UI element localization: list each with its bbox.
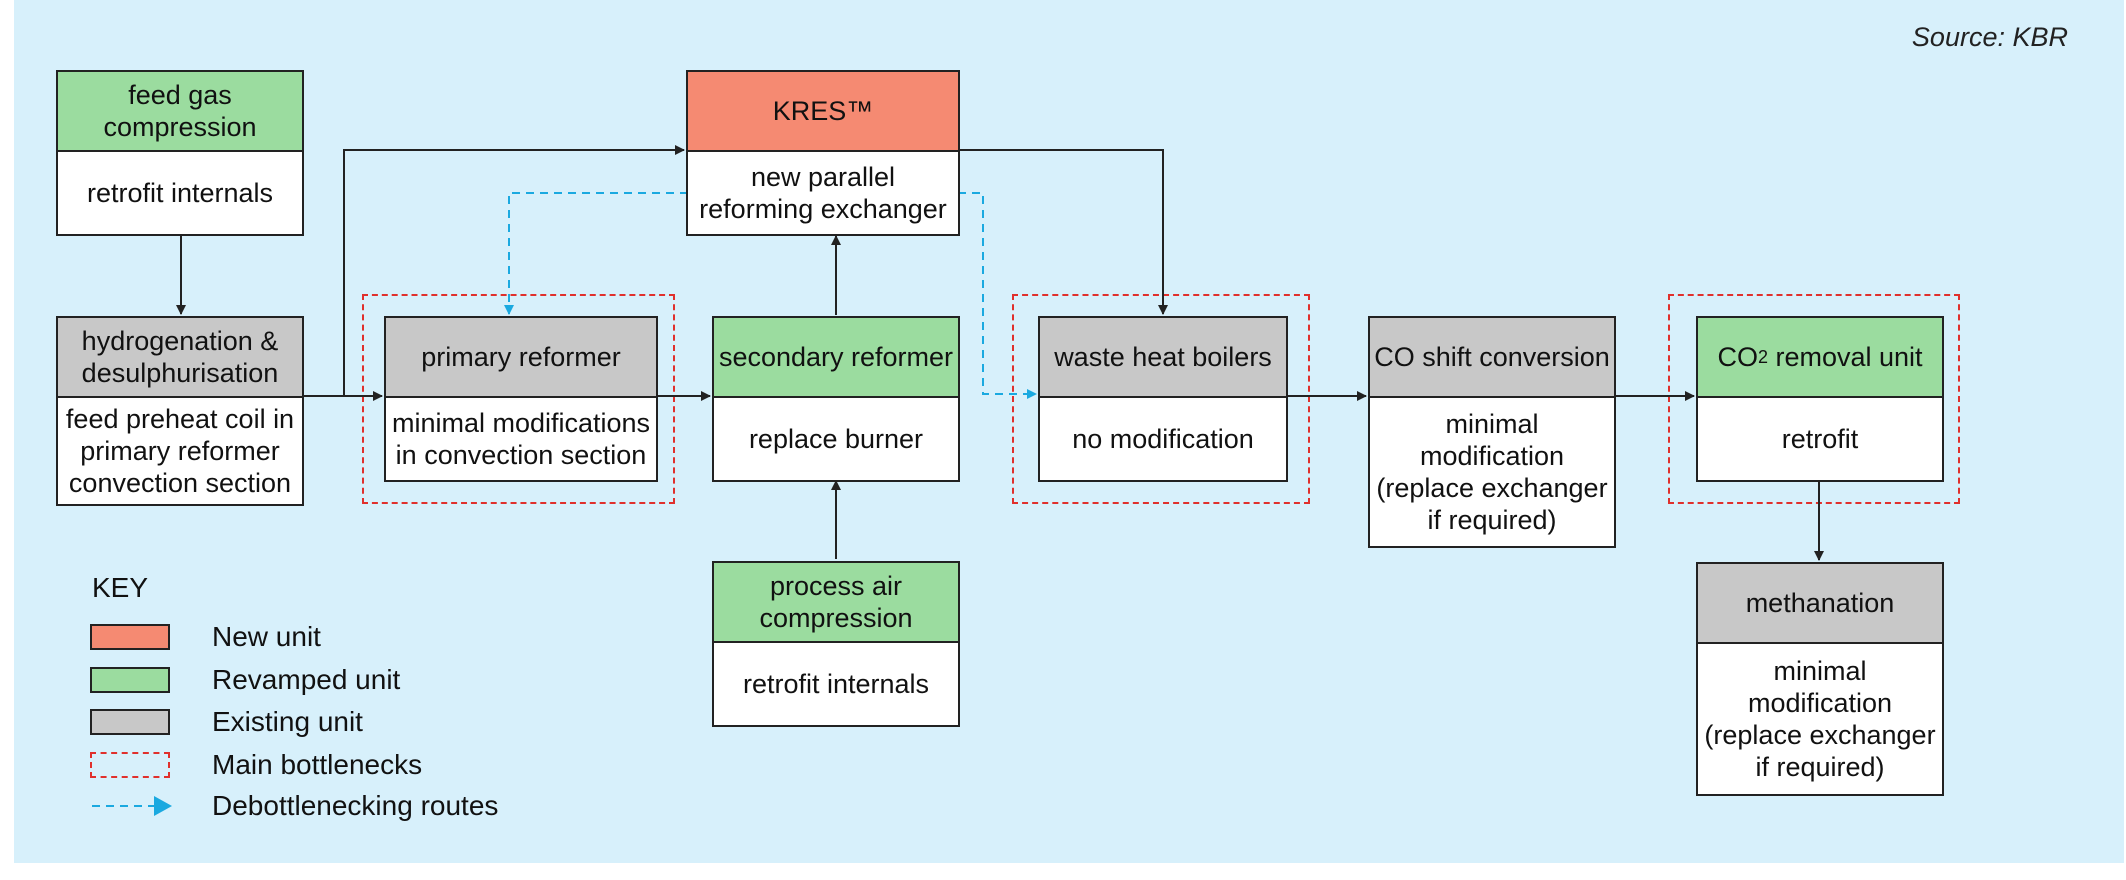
unit-title: waste heat boilers: [1040, 318, 1286, 398]
unit-co-shift-conversion: CO shift conversion minimal modification…: [1368, 316, 1616, 548]
key-main-bottlenecks: Main bottlenecks: [90, 749, 422, 780]
key-label: Main bottlenecks: [212, 749, 423, 780]
unit-hydrogenation-desulphurisation: hydrogenation & desulphurisation feed pr…: [56, 316, 304, 506]
key-label: Existing unit: [212, 706, 363, 737]
unit-kres: KRES™ new parallel reforming exchanger: [686, 70, 960, 236]
unit-note: minimal modifications in convection sect…: [386, 398, 656, 480]
key-route-arrowhead: [154, 796, 172, 816]
key-route-spacer: [90, 793, 170, 819]
unit-primary-reformer: primary reformer minimal modifications i…: [384, 316, 658, 482]
bottleneck-primary-reformer: [362, 294, 675, 504]
unit-note: minimal modification (replace exchanger …: [1370, 398, 1614, 546]
arrow-kres-to-wasteheat: [958, 149, 1168, 315]
co2-title-post: removal unit: [1767, 342, 1923, 372]
unit-note: retrofit internals: [714, 643, 958, 725]
unit-note: retrofit internals: [58, 152, 302, 234]
unit-note: minimal modification (replace exchanger …: [1698, 644, 1942, 794]
key-swatch-revamped: [90, 667, 170, 693]
unit-title: feed gas compression: [58, 72, 302, 152]
unit-note: replace burner: [714, 398, 958, 480]
key-swatch-existing: [90, 709, 170, 735]
unit-waste-heat-boilers: waste heat boilers no modification: [1038, 316, 1288, 482]
key-title: KEY: [92, 572, 149, 603]
route-kres-to-primary: [504, 192, 688, 315]
key-debottlenecking-routes: Debottlenecking routes: [90, 790, 498, 821]
unit-title: methanation: [1698, 564, 1942, 644]
source-credit: Source: KBR: [1911, 22, 2068, 52]
unit-process-air-compression: process air compression retrofit interna…: [712, 561, 960, 727]
unit-note: retrofit: [1698, 398, 1942, 480]
unit-title: hydrogenation & desulphurisation: [58, 318, 302, 398]
co2-title-sub: 2: [1757, 347, 1768, 367]
key-label: Revamped unit: [212, 664, 401, 695]
bottleneck-co2-removal: [1668, 294, 1960, 504]
unit-note: no modification: [1040, 398, 1286, 480]
unit-title: primary reformer: [386, 318, 656, 398]
bottleneck-waste-heat-boilers: [1012, 294, 1310, 504]
key-existing-unit: Existing unit: [90, 706, 363, 737]
key-label: Debottlenecking routes: [212, 790, 499, 821]
route-kres-to-wasteheat: [958, 192, 1037, 399]
key-new-unit: New unit: [90, 621, 321, 652]
unit-note: new parallel reforming exchanger: [688, 152, 958, 234]
unit-title: KRES™: [688, 72, 958, 152]
key-revamped-unit: Revamped unit: [90, 664, 400, 695]
key-swatch-new: [90, 624, 170, 650]
unit-title: process air compression: [714, 563, 958, 643]
co2-title-pre: CO: [1717, 342, 1758, 372]
arrow-hydro-to-kres: [343, 145, 685, 396]
key-swatch-bottleneck: [90, 752, 170, 778]
unit-title: secondary reformer: [714, 318, 958, 398]
unit-title: CO shift conversion: [1370, 318, 1614, 398]
unit-feed-gas-compression: feed gas compression retrofit internals: [56, 70, 304, 236]
unit-secondary-reformer: secondary reformer replace burner: [712, 316, 960, 482]
unit-note: feed preheat coil in primary reformer co…: [58, 398, 302, 504]
unit-methanation: methanation minimal modification (replac…: [1696, 562, 1944, 796]
key-label: New unit: [212, 621, 321, 652]
